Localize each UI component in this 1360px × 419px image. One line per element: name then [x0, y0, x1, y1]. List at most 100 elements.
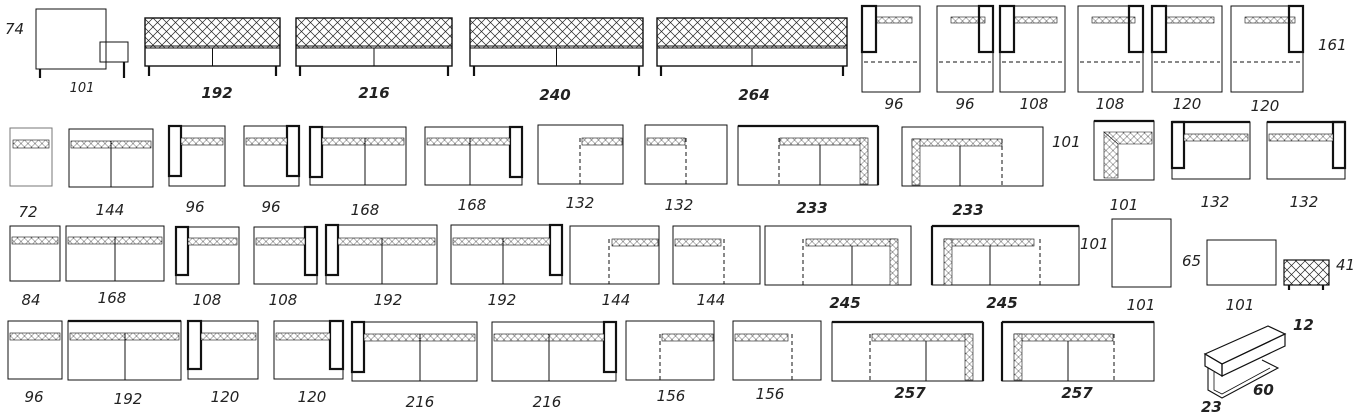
corner-width-label: 132	[1200, 193, 1230, 211]
cushion-strip	[661, 333, 714, 342]
cushion-strip	[950, 16, 986, 24]
module-width-label: 156	[656, 387, 686, 405]
sofa-216-back	[295, 17, 453, 49]
module-width-label: 96	[261, 198, 281, 216]
module-width-label: 132	[565, 194, 595, 212]
armrest	[285, 124, 301, 178]
bench-base	[1207, 359, 1280, 399]
cushion-strip	[426, 137, 511, 146]
armrest	[324, 223, 340, 277]
module-216	[351, 321, 478, 382]
module-width-label: 233	[952, 201, 984, 219]
module-width-label: 257	[1061, 384, 1093, 402]
module-168	[309, 126, 407, 186]
cushion-strip	[1103, 131, 1119, 179]
cushion-strip	[337, 237, 436, 246]
module-width-label: 72	[18, 203, 38, 221]
module-width-label: 144	[95, 201, 125, 219]
module-width-label: 108	[1019, 95, 1049, 113]
module-width-label: 96	[884, 95, 904, 113]
corner-width-label: 101	[1109, 196, 1139, 214]
cushion-strip	[12, 139, 50, 149]
sofa-width-label: 216	[358, 84, 390, 102]
module-257	[1001, 321, 1155, 382]
cushion-strip	[452, 237, 551, 246]
module-width-label: 168	[350, 201, 380, 219]
armrest	[998, 4, 1016, 54]
armrest	[1127, 4, 1145, 54]
pouf-depth-label: 65	[1182, 252, 1202, 270]
module-120	[273, 320, 344, 380]
module-width-label: 192	[487, 291, 517, 309]
module-192	[450, 224, 563, 285]
armrest	[167, 124, 183, 178]
armrest	[308, 125, 324, 179]
cushion-strip	[1183, 133, 1249, 142]
module-width-label: 216	[405, 393, 435, 411]
hero-width-label: 101	[69, 81, 95, 96]
module-245	[764, 225, 912, 286]
armrest	[350, 320, 366, 374]
module-width-label: 108	[192, 291, 222, 309]
module-96	[7, 320, 63, 380]
cushion-strip	[871, 333, 972, 342]
module-width-label: 108	[268, 291, 298, 309]
module-width-label: 156	[755, 385, 785, 403]
module-width-label: 192	[113, 390, 143, 408]
module-width-label: 120	[210, 388, 240, 406]
module-144	[672, 225, 761, 285]
module-width-label: 192	[373, 291, 403, 309]
module-width-label: 144	[601, 291, 631, 309]
module-245	[931, 225, 1080, 286]
cushion-strip	[943, 238, 1035, 247]
cushion-strip	[245, 137, 288, 146]
cushion-strip	[187, 237, 238, 246]
bench-depth-label: 60	[1253, 381, 1274, 399]
pouf-width-label: 101	[1225, 296, 1255, 314]
module-257	[831, 321, 984, 382]
module-84	[9, 225, 61, 282]
cushion-strip	[9, 332, 61, 341]
module-width-label: 120	[297, 388, 327, 406]
module-width-label: 132	[664, 196, 694, 214]
module-width-label: 84	[21, 291, 41, 309]
cushion-strip	[911, 138, 1003, 147]
module-width-label: 108	[1095, 95, 1125, 113]
module-233	[737, 125, 879, 186]
cushion-strip	[889, 238, 899, 286]
corner-width-label: 132	[1289, 193, 1319, 211]
cushion-strip	[1244, 16, 1296, 24]
module-233	[901, 126, 1044, 187]
corner-module	[1093, 120, 1155, 181]
cushion-strip	[1013, 16, 1058, 24]
cushion-strip	[779, 137, 867, 146]
sofa-width-label: 192	[201, 84, 233, 102]
cushion-strip	[875, 16, 913, 24]
module-width-label: 245	[829, 294, 861, 312]
armrest	[303, 225, 319, 277]
row2-depth-label: 101	[1052, 133, 1081, 151]
sofa-264-back	[656, 17, 848, 49]
armchair-seat	[99, 41, 129, 63]
module-156	[732, 320, 822, 381]
hero-depth-label: 74	[5, 20, 25, 38]
cushion-strip	[1013, 333, 1023, 381]
stool	[1283, 259, 1330, 286]
module-120	[187, 320, 259, 380]
cushion-strip	[911, 138, 921, 186]
cushion-strip	[1165, 16, 1215, 24]
armrest	[977, 4, 995, 54]
armrest	[1150, 4, 1168, 54]
bench-top	[1203, 325, 1287, 365]
module-width-label: 257	[894, 384, 926, 402]
module-width-label: 216	[532, 393, 562, 411]
cushion-strip	[581, 137, 623, 146]
bench-front	[1221, 333, 1286, 377]
armrest	[1170, 120, 1186, 170]
module-width-label: 245	[986, 294, 1018, 312]
sofa-240-back	[469, 17, 644, 49]
stool-height-label: 41	[1336, 256, 1356, 274]
cushion-strip	[859, 137, 869, 185]
